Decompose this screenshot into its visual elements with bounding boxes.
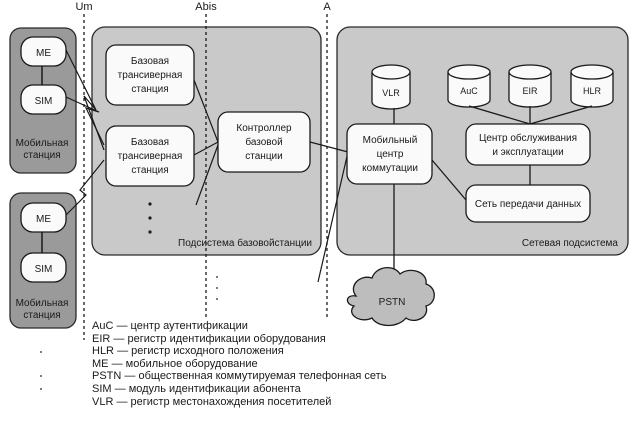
- msc-box: [346, 123, 433, 185]
- mobile-station-label-2b: станция: [23, 310, 60, 321]
- bts-1-line-1: Базовая: [131, 56, 169, 67]
- auc-label: AuC: [460, 86, 478, 96]
- data-network-box: [465, 184, 591, 223]
- legend: AuC — центр аутентификации EIR — регистр…: [92, 320, 386, 408]
- bsc-line-2: базовой: [245, 136, 282, 148]
- bts-2-line-3: станция: [131, 165, 168, 176]
- legend-item: AuC — центр аутентификации: [92, 320, 248, 332]
- nss-title: Сетевая подсистема: [522, 238, 619, 249]
- legend-item: PSTN — общественная коммутируемая телефо…: [92, 370, 387, 383]
- msc-line-1: Мобильный: [363, 134, 418, 146]
- me-node-1: [20, 36, 67, 67]
- auc-database: AuC: [447, 64, 491, 108]
- omc-box: [465, 123, 591, 166]
- legend-item: EIR — регистр идентификации оборудования: [92, 332, 326, 345]
- bsc-line-1: Контроллер: [236, 123, 292, 134]
- legend-item: SIM — модуль идентификации абонента: [92, 382, 301, 395]
- hlr-database: HLR: [570, 64, 614, 108]
- data-network-label: Сеть передачи данных: [475, 199, 581, 210]
- bts-2-line-1: Базовая: [131, 137, 169, 148]
- vlr-database: VLR: [371, 64, 411, 110]
- radio-link-1: [65, 49, 105, 151]
- vlr-label: VLR: [382, 88, 400, 98]
- pstn-cloud: PSTN: [346, 267, 435, 327]
- legend-item: ME — мобильное оборудование: [92, 357, 258, 370]
- me-label-1: ME: [36, 48, 51, 59]
- me-node-2: [20, 202, 67, 233]
- legend-item: VLR — регистр местонахождения посетителе…: [92, 395, 332, 408]
- pstn-label: PSTN: [379, 297, 406, 308]
- bts-1-line-3: станция: [131, 84, 168, 95]
- radio-link-2: [65, 96, 105, 146]
- bts-1-line-2: трансиверная: [118, 70, 183, 81]
- eir-database: EIR: [508, 64, 552, 108]
- me-label-2: ME: [36, 214, 51, 225]
- radio-link-3: [65, 159, 105, 216]
- legend-item: HLR — регистр исходного положения: [92, 345, 284, 358]
- mobile-station-label-2a: Мобильная: [16, 297, 69, 309]
- bts-2-line-2: трансиверная: [118, 151, 183, 162]
- sim-node-1: [20, 84, 67, 115]
- bts-box-1: [105, 44, 195, 106]
- bsc-line-3: станции: [245, 151, 282, 162]
- sim-node-2: [20, 252, 67, 283]
- mobile-station-label-1a: Мобильная: [16, 137, 69, 149]
- omc-line-1: Центр обслуживания: [479, 132, 577, 144]
- omc-line-2: и эксплуатации: [492, 147, 563, 158]
- hlr-label: HLR: [583, 86, 602, 96]
- abis-interface-label: Abis: [195, 1, 217, 13]
- msc-line-3: коммутации: [362, 163, 418, 174]
- eir-label: EIR: [522, 86, 538, 96]
- sim-label-1: SIM: [35, 96, 53, 107]
- um-interface-label: Um: [75, 1, 92, 13]
- bss-title: Подсистема базовойстанции: [178, 237, 312, 249]
- a-interface-label: A: [323, 1, 331, 13]
- bts-box-2: [105, 125, 195, 187]
- msc-line-2: центр: [377, 149, 404, 160]
- mobile-station-label-1b: станция: [23, 150, 60, 161]
- sim-label-2: SIM: [35, 264, 53, 275]
